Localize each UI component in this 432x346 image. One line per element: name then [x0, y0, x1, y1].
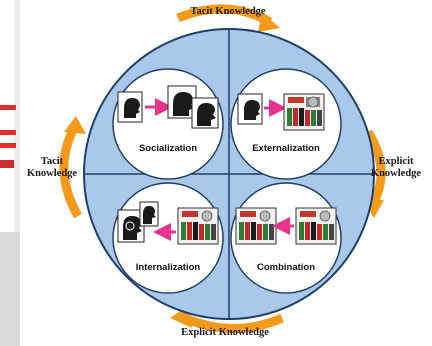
left-arrow-label: Tacit Knowledge: [24, 156, 80, 180]
left-edge-strip: [0, 0, 26, 346]
internalization-label: Internalization: [135, 262, 201, 273]
externalization-label: Externalization: [252, 143, 320, 154]
right-arrow-label-line2: Knowledge: [370, 168, 422, 179]
right-arrow-label-line1: Explicit: [378, 156, 414, 167]
externalization-icons: [237, 93, 325, 131]
left-arrow-label-line2: Knowledge: [26, 168, 78, 179]
combination-label: Combination: [256, 262, 316, 273]
top-cycle-arrow: [176, 4, 280, 32]
top-arrow-label: Tacit Knowledge: [190, 6, 266, 17]
combination-icons: [235, 207, 337, 245]
socialization-icons: [117, 85, 219, 129]
internalization-icons: [117, 201, 219, 245]
left-cycle-arrow: [59, 116, 86, 219]
right-arrow-label: Explicit Knowledge: [366, 156, 426, 180]
left-arrow-label-line1: Tacit: [40, 156, 64, 167]
bottom-arrow-label: Explicit Knowledge: [181, 327, 269, 338]
socialization-label: Socialization: [138, 143, 198, 154]
